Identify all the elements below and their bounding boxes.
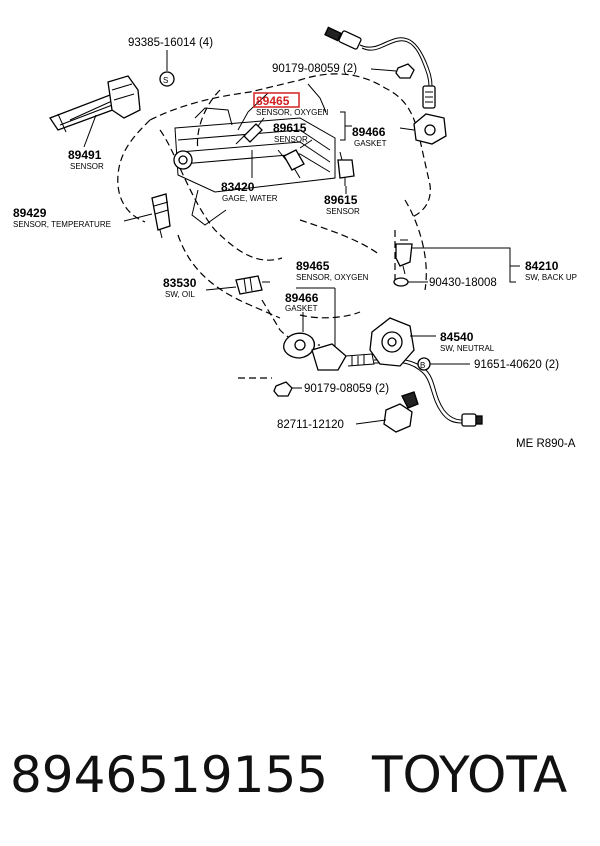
callout-89465-top-desc: SENSOR, OXYGEN xyxy=(256,108,329,117)
oil-switch-83530 xyxy=(205,275,270,295)
callout-89466-top-desc: GASKET xyxy=(354,139,387,148)
callout-91651: 91651-40620 (2) xyxy=(474,359,559,371)
callout-89465-bottom-desc: SENSOR, OXYGEN xyxy=(296,273,369,282)
callout-83530-desc: SW, OIL xyxy=(165,290,195,299)
bolt-91651: B xyxy=(417,357,470,371)
washer-90430 xyxy=(393,277,428,287)
callout-89429: 89429 xyxy=(13,206,47,220)
sensor-89615-bottom xyxy=(337,151,355,194)
temperature-sensor-89429 xyxy=(123,193,171,239)
cylinder-head xyxy=(173,107,336,226)
footer-part-number: 8946519155 xyxy=(10,746,329,804)
callout-89615-b-desc: SENSOR xyxy=(326,207,360,216)
callout-83530: 83530 xyxy=(163,276,197,290)
callout-84540: 84540 xyxy=(440,330,474,344)
callout-83420-desc: GAGE, WATER xyxy=(222,194,278,203)
svg-text:S: S xyxy=(163,76,168,85)
callout-93385: 93385-16014 (4) xyxy=(128,37,213,49)
callout-90430: 90430-18008 xyxy=(429,277,497,289)
highlight-box xyxy=(253,92,300,108)
connector-bracket-82711 xyxy=(355,391,419,433)
footer-brand: TOYOTA xyxy=(372,746,568,804)
neutral-switch-84540 xyxy=(369,317,436,367)
callout-89465-top: 89465 xyxy=(256,94,290,108)
callout-89466-top: 89466 xyxy=(352,125,386,139)
parts-diagram: S xyxy=(13,26,577,450)
callout-82711: 82711-12120 xyxy=(277,419,344,431)
callout-89615-b: 89615 xyxy=(324,193,358,207)
figure-code: ME R890-A xyxy=(516,438,576,450)
callout-90179-bottom: 90179-08059 (2) xyxy=(304,383,389,395)
nut-top xyxy=(370,63,415,79)
callout-89465-bottom: 89465 xyxy=(296,259,330,273)
oxygen-sensor-top xyxy=(324,26,447,145)
water-gage-83420 xyxy=(235,117,265,178)
washer-93385: S xyxy=(159,50,175,87)
callout-84210-desc: SW, BACK UP xyxy=(525,273,577,282)
callout-89615-a: 89615 xyxy=(273,121,307,135)
callout-89429-desc: SENSOR, TEMPERATURE xyxy=(13,220,111,229)
callout-89491: 89491 xyxy=(68,148,102,162)
bolt-symbol: B xyxy=(420,361,425,370)
sensor-89615-top xyxy=(277,139,313,179)
callout-89615-a-desc: SENSOR xyxy=(274,135,308,144)
callout-84210: 84210 xyxy=(525,259,559,273)
nut-bottom xyxy=(238,377,302,397)
callout-83420: 83420 xyxy=(221,180,255,194)
callout-89466-bottom: 89466 xyxy=(285,291,319,305)
engine-outline xyxy=(117,73,431,346)
callout-89466-bottom-desc: GASKET xyxy=(285,304,318,313)
sensor-89491 xyxy=(49,75,141,148)
callout-90179-top: 90179-08059 (2) xyxy=(272,63,357,75)
backup-switch-84210 xyxy=(395,239,520,283)
callout-89491-desc: SENSOR xyxy=(70,162,104,171)
leader-lines xyxy=(237,83,415,141)
callout-84540-desc: SW, NEUTRAL xyxy=(440,344,495,353)
gasket-bottom xyxy=(283,312,315,359)
